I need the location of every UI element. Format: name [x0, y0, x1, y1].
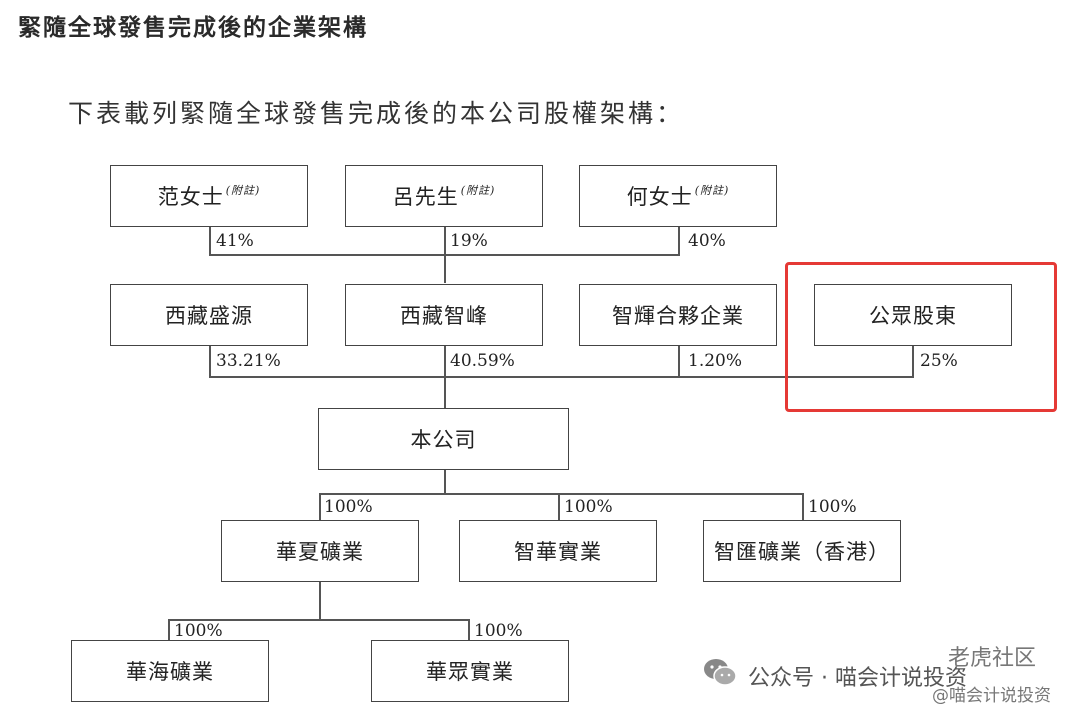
holder-box-public-shareholders: 公眾股東 [814, 284, 1012, 346]
connector-line [168, 619, 469, 621]
shareholder-box-lv: 呂先生(附註) [345, 165, 543, 227]
connector-line [444, 470, 446, 494]
wechat-icon [704, 659, 737, 686]
shareholder-name: 何女士 [626, 185, 693, 209]
subsidiary-box-huazhong-industrial: 華眾實業 [371, 640, 569, 702]
highlight-box [785, 262, 1057, 412]
ownership-pct: 100% [474, 621, 523, 641]
ownership-pct: 33.21% [216, 351, 281, 371]
holder-box-zhihui-partnership: 智輝合夥企業 [579, 284, 777, 346]
connector-line [912, 346, 914, 377]
connector-line [678, 227, 680, 255]
holder-box-xizang-zhifeng: 西藏智峰 [345, 284, 543, 346]
ownership-pct: 1.20% [688, 351, 743, 371]
connector-line [209, 346, 211, 377]
subsidiary-box-huahai-mining: 華海礦業 [71, 640, 269, 702]
section-heading: 緊隨全球發售完成後的企業架構 [18, 15, 368, 41]
note-mark: (附註) [694, 184, 730, 197]
ownership-pct: 40% [688, 231, 726, 251]
ownership-pct: 100% [564, 497, 613, 517]
watermark-community: 老虎社区 [948, 646, 1037, 671]
connector-line [319, 493, 321, 520]
ownership-pct: 25% [920, 351, 958, 371]
company-box: 本公司 [318, 408, 569, 470]
shareholder-box-fan: 范女士(附註) [110, 165, 308, 227]
watermark-wechat: 公众号 · 喵会计说投资 [748, 666, 967, 691]
connector-line [319, 582, 321, 620]
shareholder-name: 范女士 [157, 185, 224, 209]
shareholder-name: 呂先生 [392, 185, 459, 209]
connector-line [209, 227, 211, 255]
watermark-handle: @喵会计说投资 [932, 686, 1051, 706]
intro-text: 下表載列緊隨全球發售完成後的本公司股權架構： [68, 99, 685, 128]
ownership-pct: 100% [324, 497, 373, 517]
shareholder-box-he: 何女士(附註) [579, 165, 777, 227]
note-mark: (附註) [460, 184, 496, 197]
connector-line [168, 619, 170, 640]
connector-line [319, 493, 803, 495]
ownership-pct: 40.59% [450, 351, 515, 371]
connector-line [678, 346, 680, 377]
ownership-pct: 100% [174, 621, 223, 641]
subsidiary-box-huaxia-mining: 華夏礦業 [221, 520, 419, 582]
connector-line [209, 254, 680, 256]
connector-line [468, 619, 470, 640]
connector-line [209, 376, 914, 378]
connector-line [558, 493, 560, 520]
ownership-pct: 100% [808, 497, 857, 517]
ownership-pct: 19% [450, 231, 488, 251]
connector-line [802, 493, 804, 520]
holder-box-xizang-shengyuan: 西藏盛源 [110, 284, 308, 346]
subsidiary-box-zhihua-industrial: 智華實業 [459, 520, 657, 582]
subsidiary-box-zhihui-mining-hk: 智匯礦業（香港） [703, 520, 901, 582]
note-mark: (附註) [225, 184, 261, 197]
ownership-pct: 41% [216, 231, 254, 251]
